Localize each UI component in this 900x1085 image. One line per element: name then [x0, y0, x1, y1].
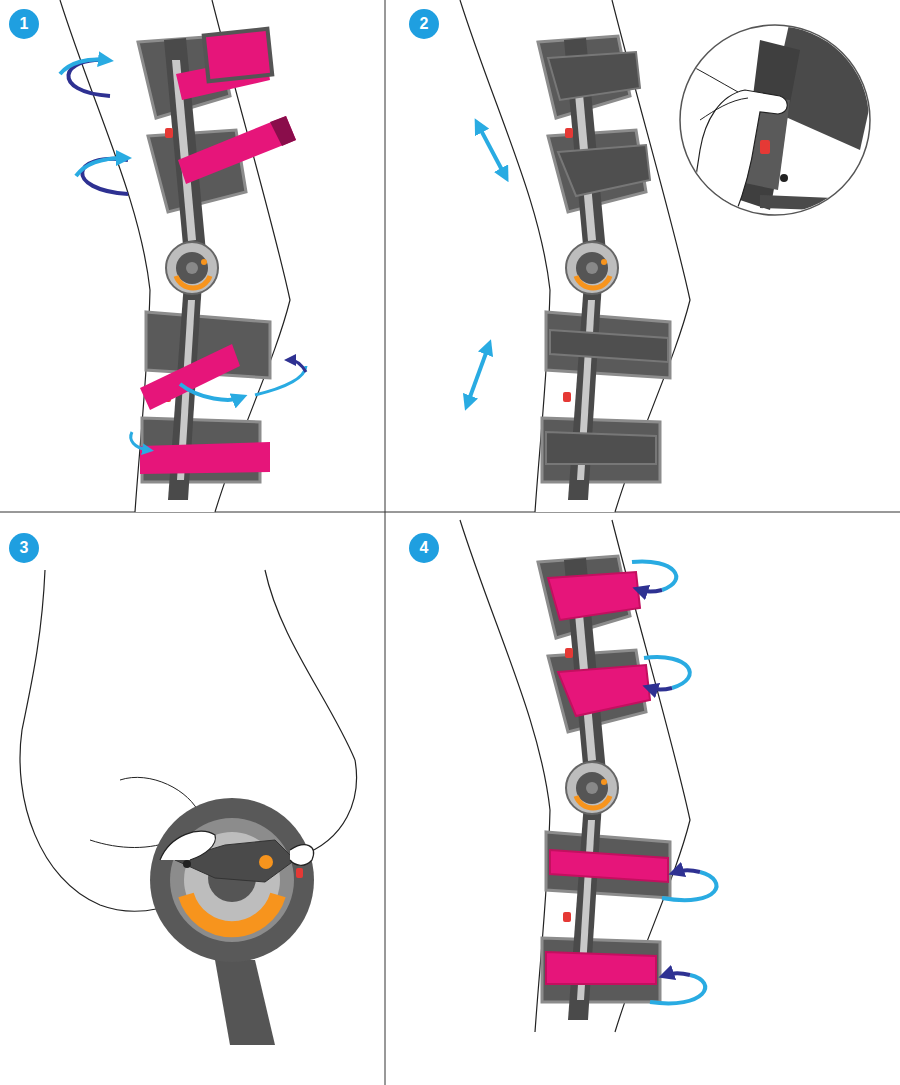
callout-number: 2 [420, 16, 429, 32]
callout-number: 1 [20, 16, 29, 32]
step-badge: 1 [9, 9, 39, 39]
step-two-figure [460, 0, 690, 512]
badge-fill [9, 9, 39, 39]
callout-number: 4 [420, 540, 429, 556]
badge-fill [409, 533, 439, 563]
detail-inset [680, 20, 880, 215]
step-badge: 4 [409, 533, 439, 563]
step-three-figure [20, 570, 358, 1045]
step-one-figure [60, 0, 306, 512]
badge-fill [409, 9, 439, 39]
step-badge: 3 [9, 533, 39, 563]
callout-number: 3 [20, 540, 29, 556]
badge-fill [9, 533, 39, 563]
step-badge: 2 [409, 9, 439, 39]
step-four-figure [460, 520, 716, 1032]
